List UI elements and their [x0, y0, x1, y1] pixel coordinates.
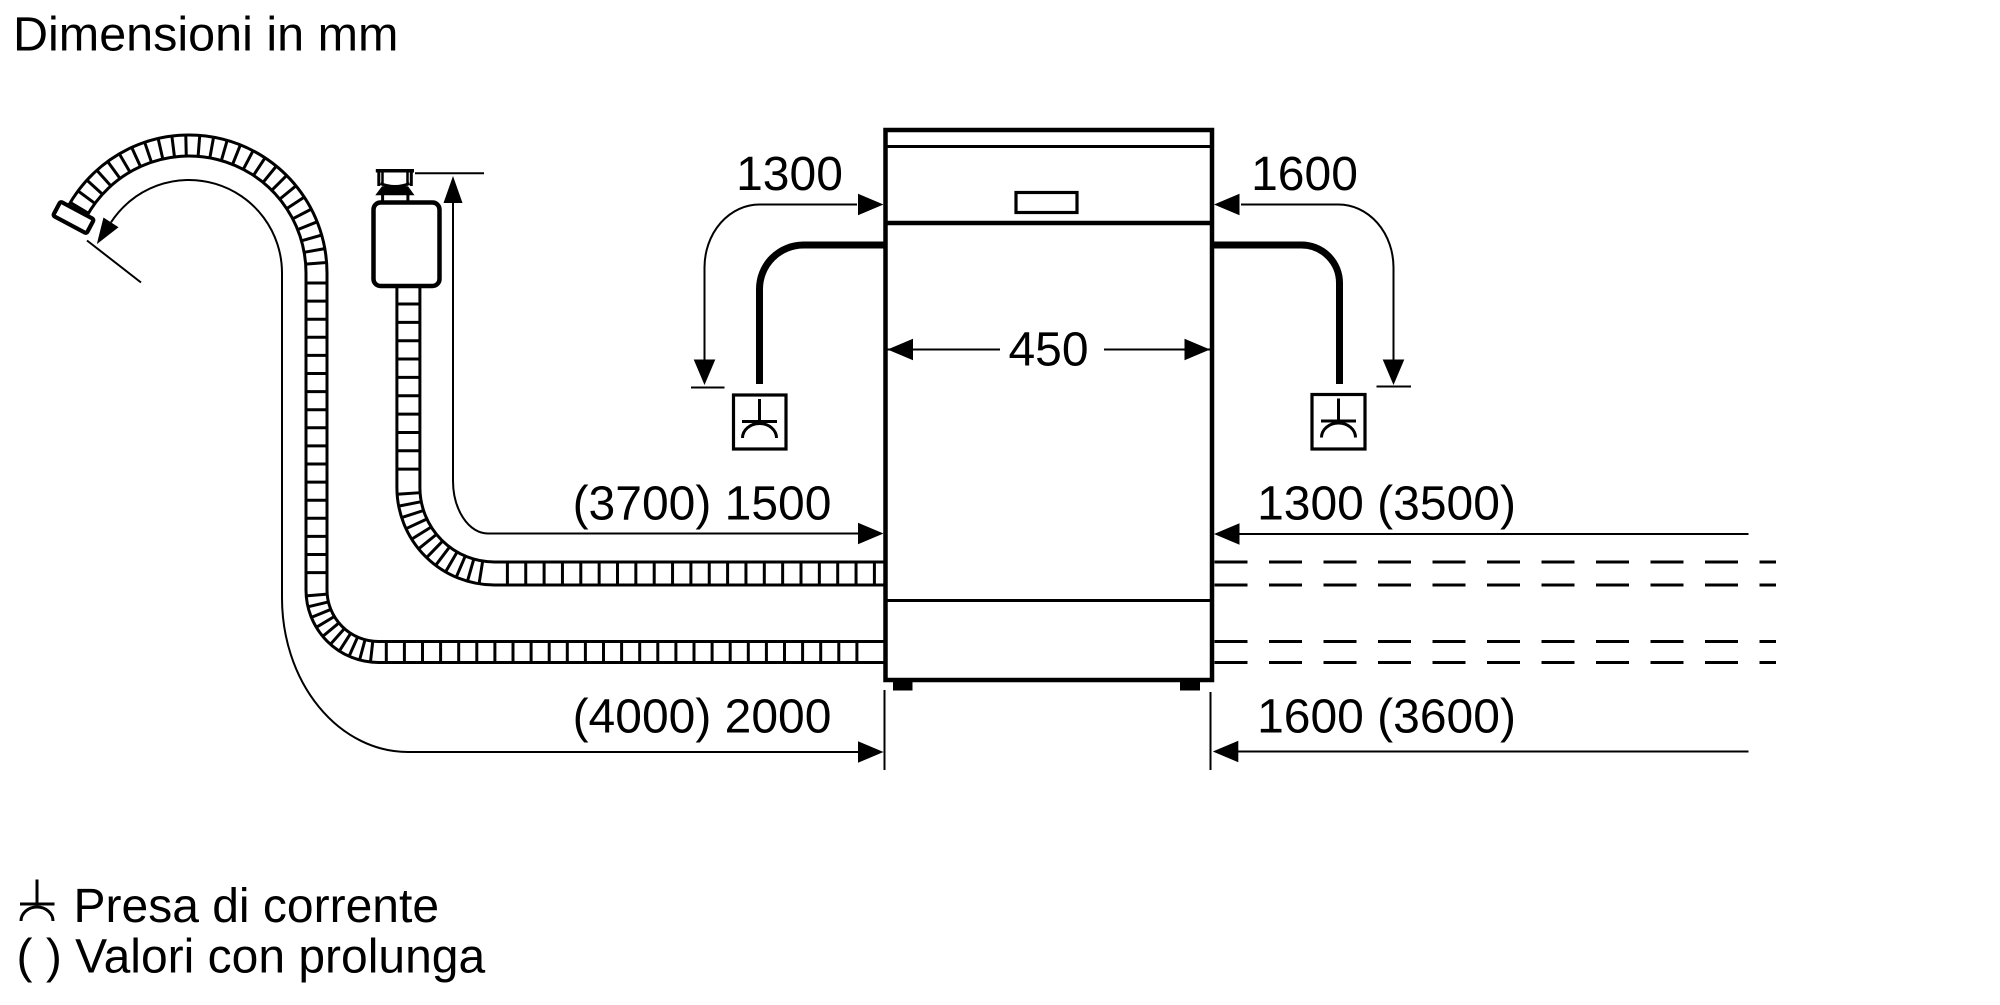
svg-text:(4000) 2000: (4000) 2000: [573, 691, 832, 744]
svg-text:1300 (3500): 1300 (3500): [1257, 478, 1516, 531]
svg-text:1600: 1600: [1251, 148, 1358, 201]
svg-text:Dimensioni in mm: Dimensioni in mm: [13, 8, 398, 62]
svg-text:1600 (3600): 1600 (3600): [1257, 691, 1516, 744]
svg-text:(3700) 1500: (3700) 1500: [573, 478, 832, 531]
svg-text:( ) Valori con prolunga: ( ) Valori con prolunga: [17, 930, 486, 983]
svg-text:450: 450: [1008, 324, 1088, 377]
svg-text:1300: 1300: [736, 148, 843, 201]
svg-text:Presa di corrente: Presa di corrente: [74, 880, 440, 933]
